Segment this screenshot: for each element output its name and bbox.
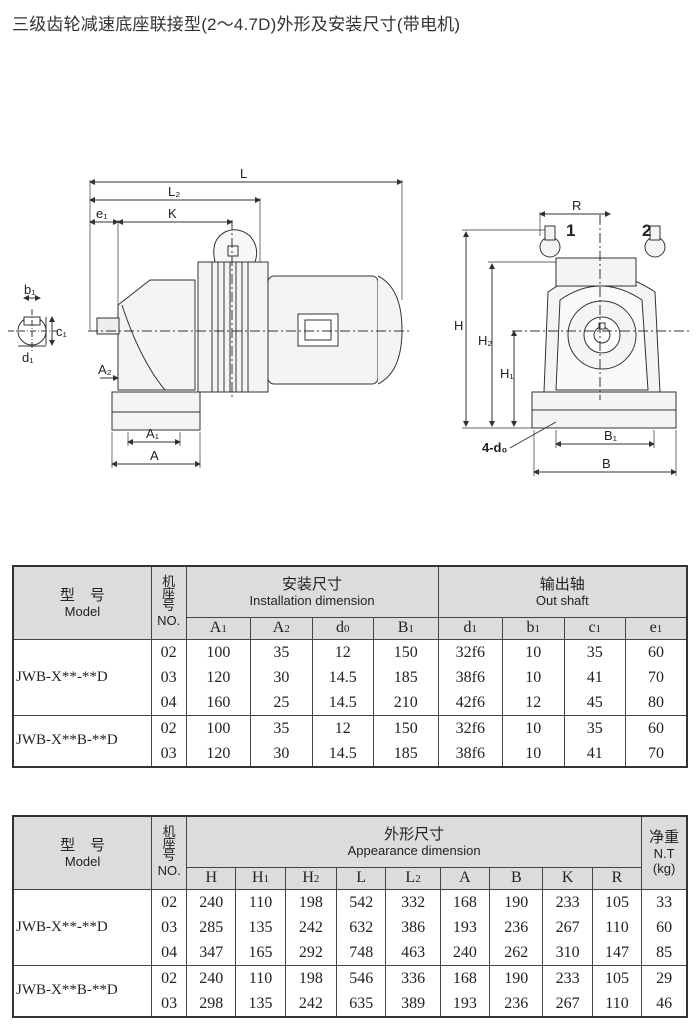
dim-K: K (168, 206, 177, 221)
column-header: c1 (563, 616, 626, 640)
knob-1-label: 1 (566, 221, 575, 240)
dim-e1: e₁ (96, 206, 108, 221)
column-header: A (439, 866, 491, 890)
model-cell: JWB-X**-**D (12, 638, 152, 716)
dim-B: B (602, 456, 611, 471)
installation-dimension-header: 安装尺寸 Installation dimension (185, 565, 439, 618)
column-header: L2 (385, 866, 441, 890)
model-header: 型 号 Model (12, 815, 153, 890)
dim-A2: A₂ (98, 362, 112, 377)
frame-header: 机 座 号 NO. (150, 565, 187, 640)
dim-H: H (454, 318, 463, 333)
column-header: B (489, 866, 544, 890)
column-header: K (542, 866, 593, 890)
column-header: H2 (284, 866, 338, 890)
dim-H2: H₂ (478, 333, 492, 348)
column-header: d1 (437, 616, 504, 640)
column-header: H1 (235, 866, 286, 890)
dim-d0: 4-d₀ (482, 440, 508, 455)
column-header: R (591, 866, 643, 890)
dim-d1: d₁ (22, 350, 34, 365)
model-cell: JWB-X**-**D (12, 888, 153, 966)
dim-b1: b₁ (24, 282, 36, 297)
frame-header: 机 座 号 NO. (151, 815, 188, 890)
dim-R: R (572, 198, 581, 213)
column-header: d0 (311, 616, 375, 640)
out-shaft-header: 输出轴 Out shaft (437, 565, 688, 618)
column-header: A2 (250, 616, 313, 640)
model-cell: JWB-X**B-**D (12, 964, 153, 1017)
appearance-dimension-header: 外形尺寸 Appearance dimension (186, 815, 643, 868)
column-header: L (336, 866, 387, 890)
dim-A: A (150, 448, 159, 463)
technical-drawing: L L₂ K e₁ b₁ c₁ d₁ A₂ A₁ A R 1 2 H H₂ H₁… (8, 166, 690, 476)
dim-A1: A₁ (146, 426, 160, 441)
column-header: b1 (502, 616, 565, 640)
model-header: 型 号 Model (12, 565, 152, 640)
model-cell: JWB-X**B-**D (12, 714, 152, 767)
dim-L: L (240, 166, 247, 181)
appearance-table: 型 号 Model 机 座 号 NO. 外形尺寸 Appearance dime… (12, 815, 688, 1018)
column-header: A1 (185, 616, 252, 640)
dim-c1: c₁ (56, 324, 68, 339)
column-header: e1 (624, 616, 688, 640)
installation-table: 型 号 Model 机 座 号 NO. 安装尺寸 Installation di… (12, 565, 688, 768)
dim-B1: B₁ (604, 428, 618, 443)
knob-2-label: 2 (642, 221, 651, 240)
dim-L2: L₂ (168, 184, 180, 199)
column-header: B1 (373, 616, 439, 640)
column-header: H (186, 866, 237, 890)
net-weight-header: 净重 N.T (kg) (641, 815, 688, 890)
page-title: 三级齿轮减速底座联接型(2～4.7D)外形及安装尺寸(带电机) (12, 15, 461, 34)
dim-H1: H₁ (500, 366, 514, 381)
